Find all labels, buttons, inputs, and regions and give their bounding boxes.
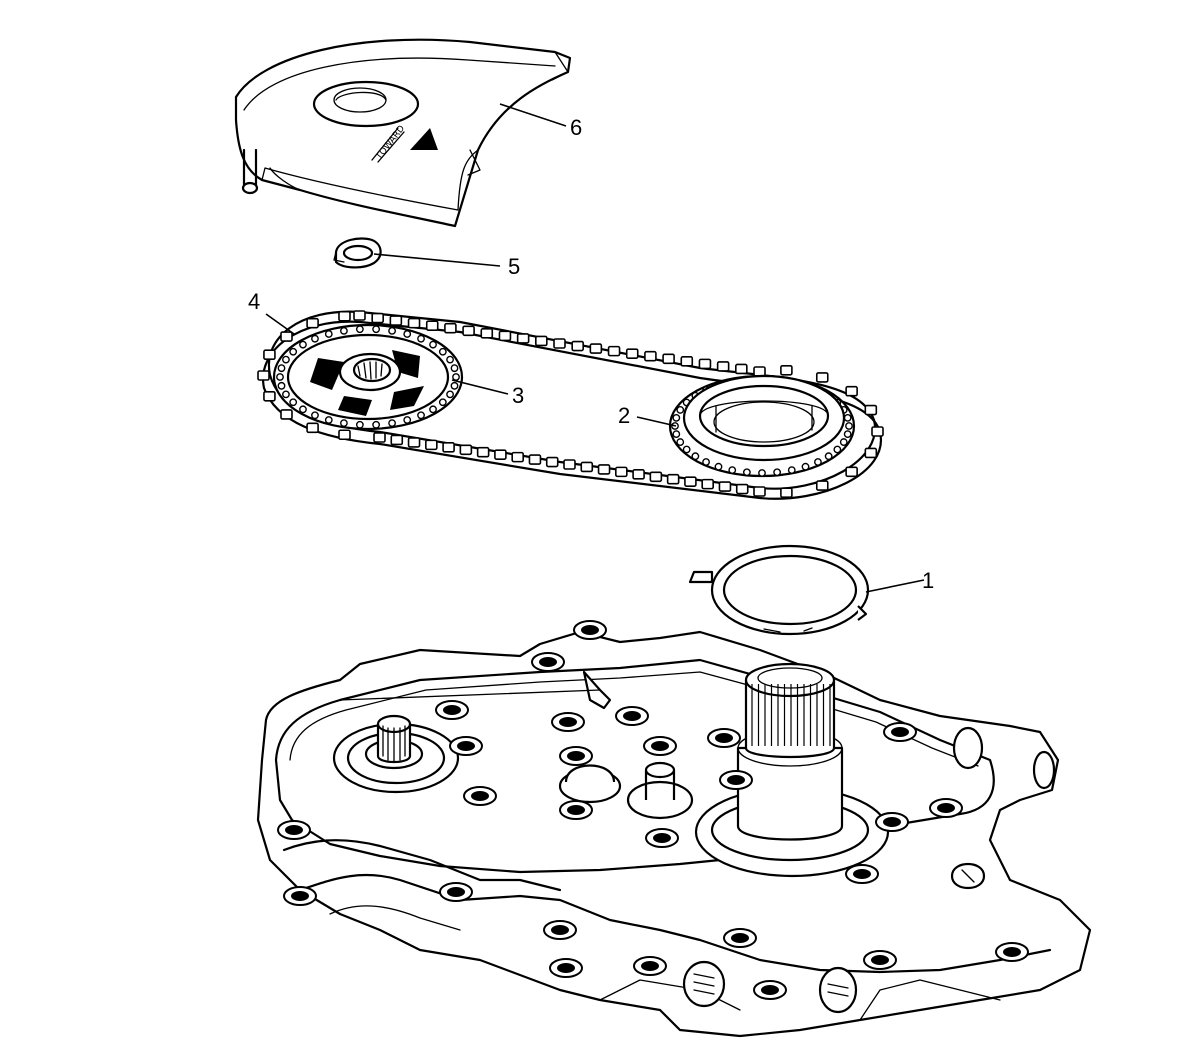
callout-1: 1 [922, 568, 934, 593]
callout-2: 2 [618, 403, 630, 428]
leader-5 [373, 253, 501, 267]
vent-fitting-icon [626, 761, 694, 820]
output-shaft-large-icon [694, 662, 890, 878]
thrust-washer-icon [688, 544, 870, 636]
leader-6 [499, 103, 567, 127]
side-port-icon [950, 726, 1056, 890]
leader-3 [451, 379, 509, 395]
leader-lines [265, 103, 925, 593]
callout-3: 3 [512, 383, 524, 408]
transfer-case-icon [256, 620, 1092, 1038]
snap-ring-icon [333, 237, 382, 269]
dome-plug-icon [558, 764, 622, 804]
drive-chain-icon [257, 310, 884, 500]
leader-4 [265, 313, 295, 335]
callout-5: 5 [508, 254, 520, 279]
callout-6: 6 [570, 115, 582, 140]
leader-2 [636, 416, 677, 427]
chain-cover-icon: TOWARD [234, 38, 572, 228]
drain-fitting-icon [682, 960, 858, 1014]
driven-sprocket-icon [668, 374, 856, 478]
callout-4: 4 [248, 289, 260, 314]
output-shaft-small-icon [332, 714, 460, 794]
leader-1 [865, 579, 925, 593]
drive-sprocket-icon [272, 323, 464, 431]
